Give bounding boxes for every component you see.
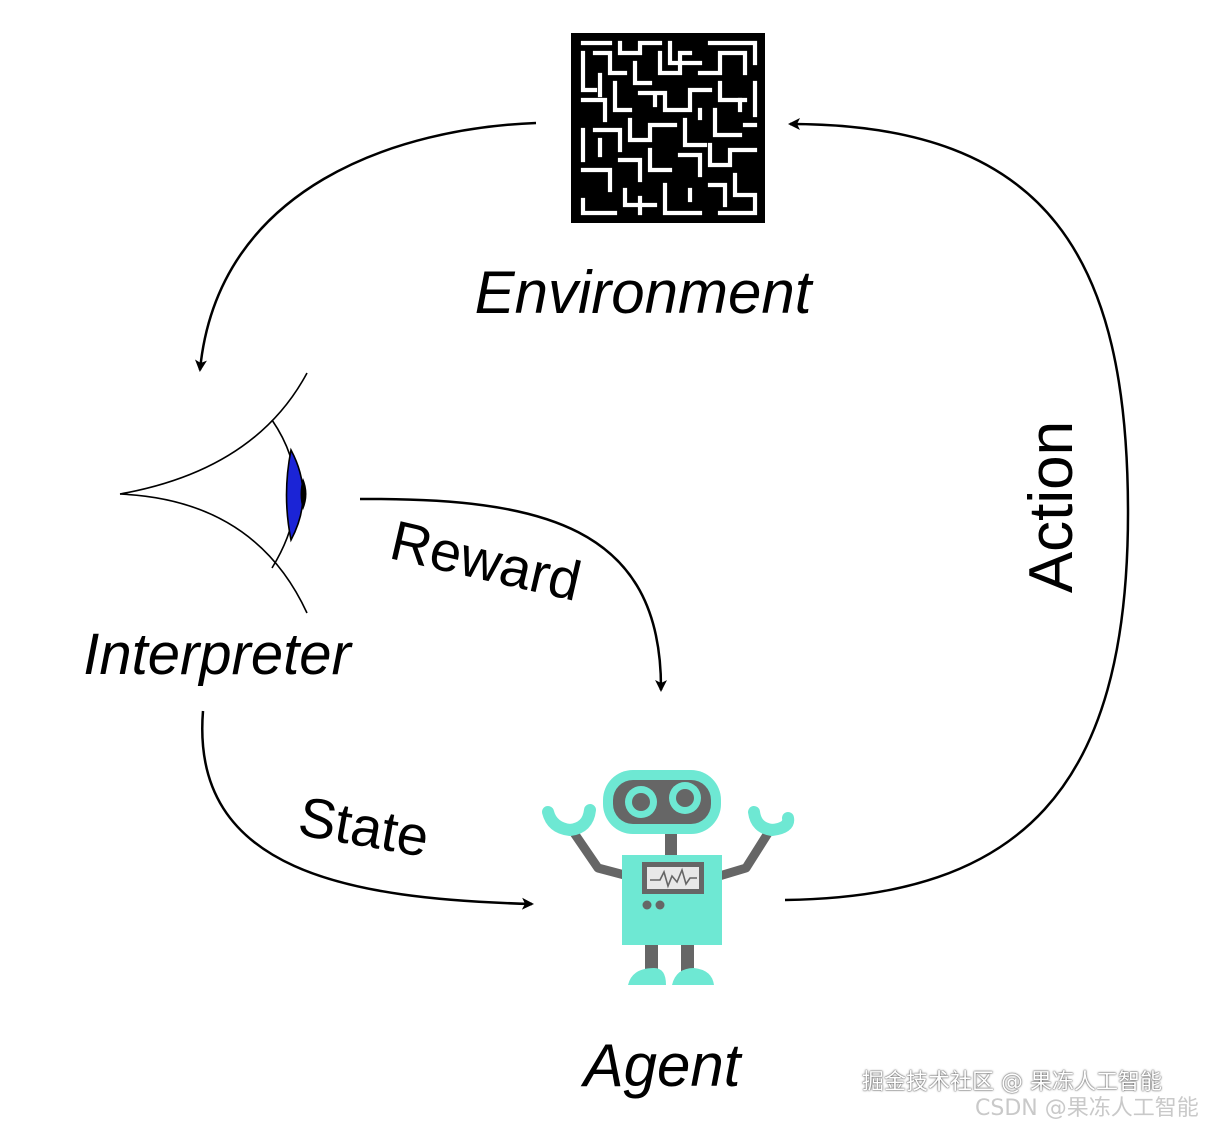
state-arrow bbox=[201, 710, 534, 910]
interpreter-label: Interpreter bbox=[83, 622, 353, 687]
environment-to-interpreter-arrow bbox=[195, 121, 537, 372]
maze-icon bbox=[571, 33, 765, 223]
watermark-csdn: CSDN @果冻人工智能 bbox=[975, 1096, 1199, 1121]
state-label: State bbox=[294, 784, 434, 869]
robot-icon bbox=[542, 770, 795, 985]
agent-label: Agent bbox=[581, 1032, 743, 1099]
eye-icon bbox=[119, 372, 308, 614]
reward-arrow bbox=[359, 497, 668, 692]
action-label: Action bbox=[1017, 421, 1086, 593]
action-arrow bbox=[784, 118, 1130, 902]
environment-label: Environment bbox=[475, 259, 814, 326]
watermark-juejin: 掘金技术社区 @ 果冻人工智能 bbox=[862, 1070, 1162, 1095]
